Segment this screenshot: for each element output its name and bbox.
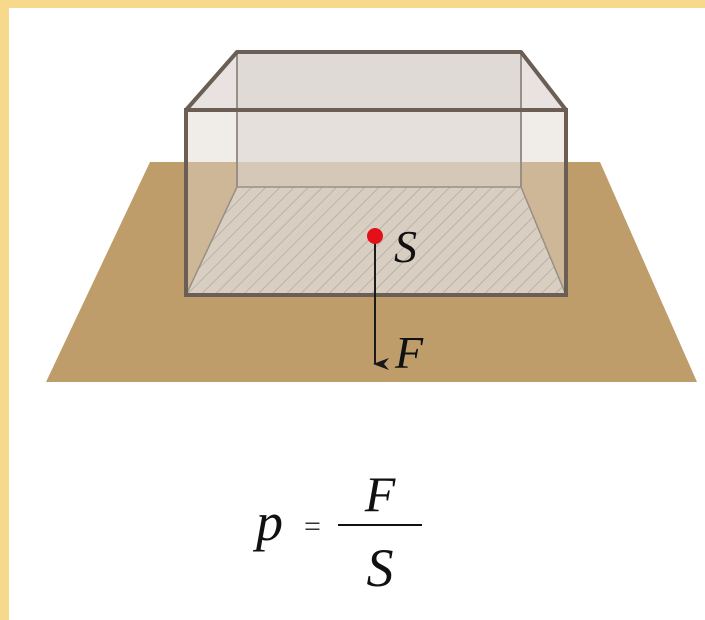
area-label: S [394,221,417,272]
application-point [367,228,383,244]
box-top-edge [184,50,568,112]
box-front-face [186,110,566,295]
force-label: F [394,327,424,378]
box-hidden-edge [520,186,567,296]
formula-lhs: p [252,492,283,552]
box-top-face [186,52,566,110]
box-hidden-edge [185,186,238,296]
formula-denominator: S [367,538,394,598]
formula-numerator: F [364,466,396,522]
formula-equals: = [304,510,321,543]
